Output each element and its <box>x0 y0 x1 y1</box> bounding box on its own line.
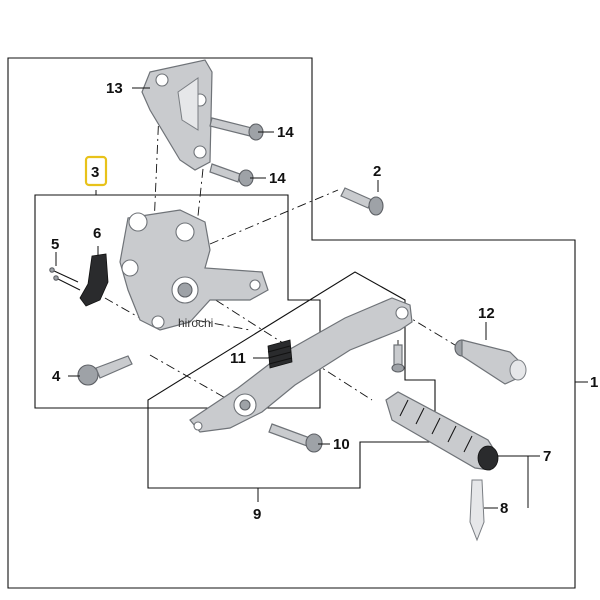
assembly-frame-1 <box>7 57 576 589</box>
assembly-frame-3 <box>34 194 321 409</box>
callout-2: 2 <box>373 163 381 180</box>
callout-8: 8 <box>500 500 508 517</box>
footrest-arm-part[interactable] <box>189 297 413 433</box>
callout-14-lower: 14 <box>269 170 286 187</box>
callout-3-highlight <box>84 155 108 187</box>
bolt-part-4[interactable] <box>77 355 133 386</box>
callout-11: 11 <box>230 350 246 367</box>
callout-6: 6 <box>93 225 101 242</box>
pivot-part-12[interactable] <box>454 339 527 385</box>
bolt-part-14b[interactable] <box>209 163 254 187</box>
callout-10: 10 <box>333 436 350 453</box>
callout-1: 1 <box>590 374 598 391</box>
spring-part[interactable] <box>267 339 293 369</box>
screw-part-5[interactable] <box>49 267 81 291</box>
callout-9: 9 <box>253 506 261 523</box>
leader-lines <box>55 87 588 509</box>
bolt-part-10[interactable] <box>268 423 323 453</box>
callout-5: 5 <box>51 236 59 253</box>
callout-12: 12 <box>478 305 495 322</box>
footrest-bracket-part[interactable] <box>119 209 269 331</box>
hanger-bracket-part[interactable] <box>141 59 213 171</box>
callout-4: 4 <box>52 368 61 385</box>
pin-part-8[interactable] <box>469 479 485 542</box>
sensor-part[interactable] <box>79 253 109 307</box>
pin-part[interactable] <box>391 344 405 373</box>
callout-14-upper: 14 <box>277 124 294 141</box>
callout-labels: 13 14 14 2 3 5 6 4 11 10 12 1 7 8 9 <box>51 80 598 523</box>
footpeg-rubber-part[interactable] <box>385 391 499 471</box>
callout-13: 13 <box>106 80 123 97</box>
assembly-frame-9 <box>147 271 436 489</box>
callout-3: 3 <box>91 164 99 181</box>
callout-7: 7 <box>543 448 551 465</box>
bolt-part-14a[interactable] <box>209 117 264 141</box>
watermark: hirochi <box>178 316 213 330</box>
bolt-part-2[interactable] <box>340 187 384 216</box>
